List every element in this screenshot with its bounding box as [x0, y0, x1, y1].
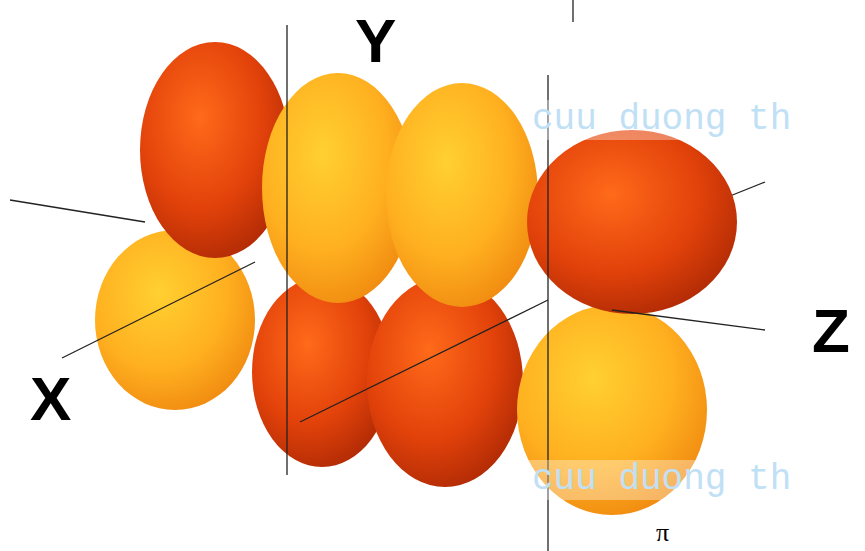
axis-label: Z	[812, 300, 850, 362]
watermark: cuu duong th	[528, 460, 795, 500]
axis-label: Y	[355, 10, 396, 72]
orbital-symbol: π	[656, 520, 669, 546]
watermark: cuu duong th	[528, 100, 795, 140]
axis-label: X	[30, 368, 71, 430]
